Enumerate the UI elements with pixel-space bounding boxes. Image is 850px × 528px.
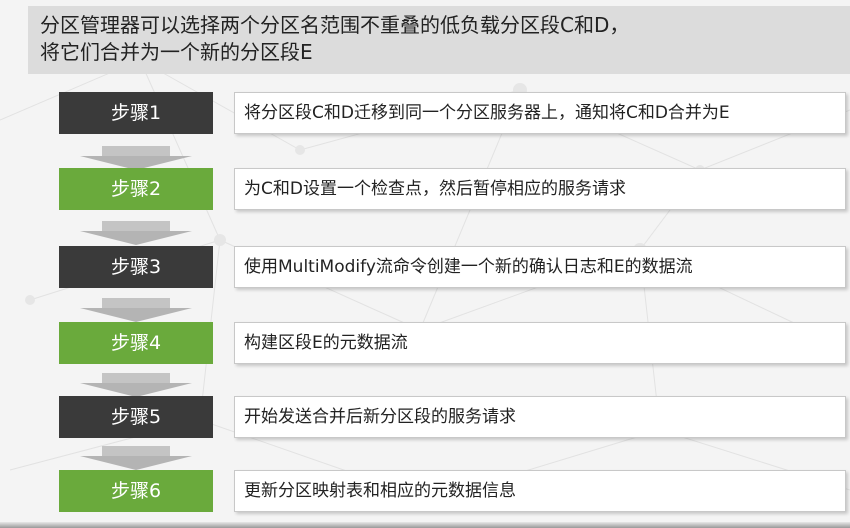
step-1-label: 步骤1 [59, 92, 213, 134]
bottom-border [0, 522, 850, 528]
down-arrow-icon [80, 446, 192, 470]
header-line-2: 将它们合并为一个新的分区段E [40, 40, 313, 64]
step-3-description: 使用MultiModify流命令创建一个新的确认日志和E的数据流 [234, 246, 846, 288]
step-5-label: 步骤5 [59, 396, 213, 438]
step-1-description: 将分区段C和D迁移到同一个分区服务器上，通知将C和D合并为E [234, 92, 846, 134]
down-arrow-icon [80, 221, 192, 245]
down-arrow-icon [80, 298, 192, 322]
step-3-label: 步骤3 [59, 246, 213, 288]
step-6-description: 更新分区映射表和相应的元数据信息 [234, 470, 846, 512]
step-2-description: 为C和D设置一个检查点，然后暂停相应的服务请求 [234, 168, 846, 210]
down-arrow-icon [80, 373, 192, 397]
down-arrow-icon [80, 146, 192, 170]
step-2-label: 步骤2 [59, 168, 213, 210]
header-banner: 分区管理器可以选择两个分区名范围不重叠的低负载分区段C和D， 将它们合并为一个新… [28, 6, 850, 74]
header-line-1: 分区管理器可以选择两个分区名范围不重叠的低负载分区段C和D， [40, 13, 630, 37]
step-5-description: 开始发送合并后新分区段的服务请求 [234, 396, 846, 438]
step-4-label: 步骤4 [59, 322, 213, 364]
step-6-label: 步骤6 [59, 470, 213, 512]
header-text: 分区管理器可以选择两个分区名范围不重叠的低负载分区段C和D， 将它们合并为一个新… [40, 12, 840, 66]
step-4-description: 构建区段E的元数据流 [234, 322, 846, 364]
